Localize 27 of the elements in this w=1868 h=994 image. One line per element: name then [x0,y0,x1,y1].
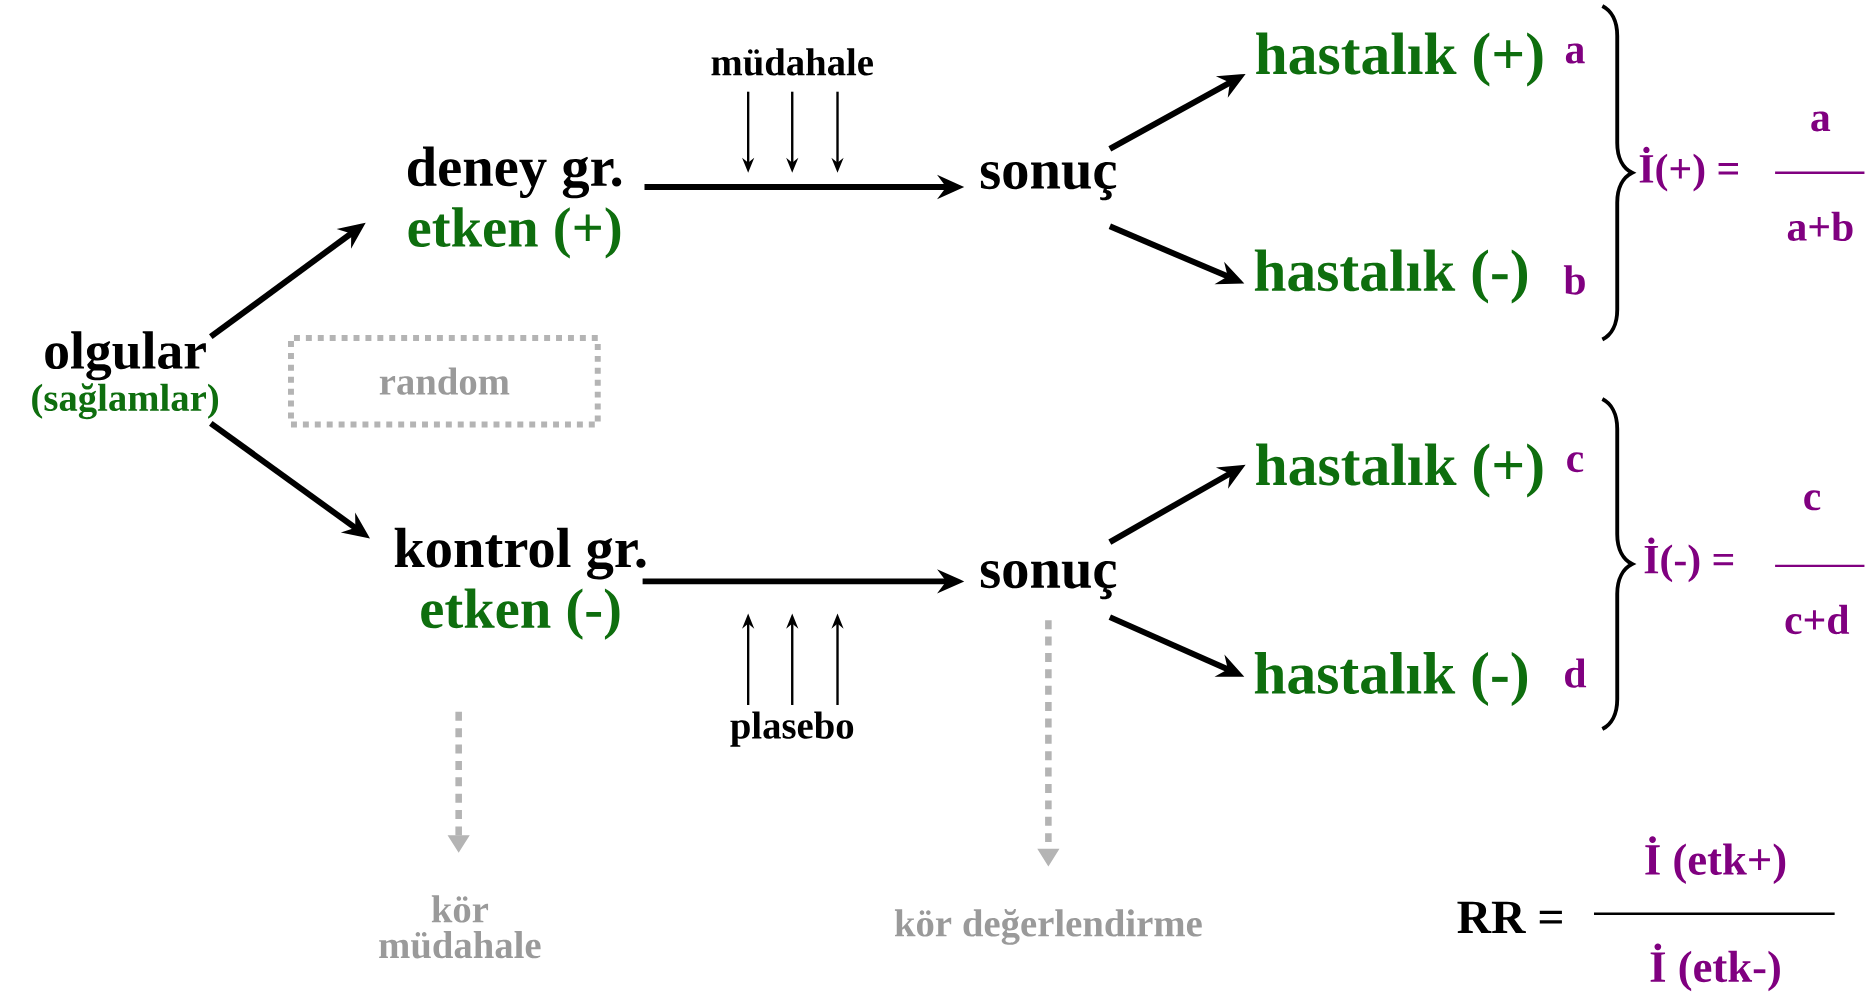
formula-text: c [1804,490,1821,511]
formula-text: c+d [1785,605,1850,635]
intervention-label: müdahale [711,48,873,76]
random-box: random [288,335,601,428]
outcome-label: hastalık (+) [1256,32,1543,87]
formula-text: İ (etk+) [1645,836,1786,885]
stage-label: deney gr. etken (+) [407,146,622,259]
formula-text: İ(-) = [1644,537,1734,583]
beside-label: c [1567,452,1584,473]
stage-label: sonuç [980,561,1117,600]
beside-label: b [1563,265,1585,295]
formula-text: a+b [1787,211,1853,242]
stage-label: sonuç [980,162,1117,201]
outcome-label: hastalık (-) [1254,652,1528,707]
stage-label: kontrol gr. etken (-) [394,528,646,640]
formula-text: a [1811,111,1831,132]
note-label: kör müdahale [379,895,541,959]
beside-label: d [1565,658,1587,688]
note-label: kör değerlendirme [894,909,1202,945]
outcome-label: hastalık (-) [1254,249,1528,304]
stage-label: olgular (sağlamlar) [32,331,219,420]
intervention-label: plasebo [730,711,854,747]
outcome-label: hastalık (+) [1256,443,1543,498]
beside-label: a [1565,43,1585,64]
formula-text: İ (etk-) [1650,943,1780,992]
formula-text: İ(+) = [1639,147,1738,192]
formula-text: RR = [1457,901,1562,934]
